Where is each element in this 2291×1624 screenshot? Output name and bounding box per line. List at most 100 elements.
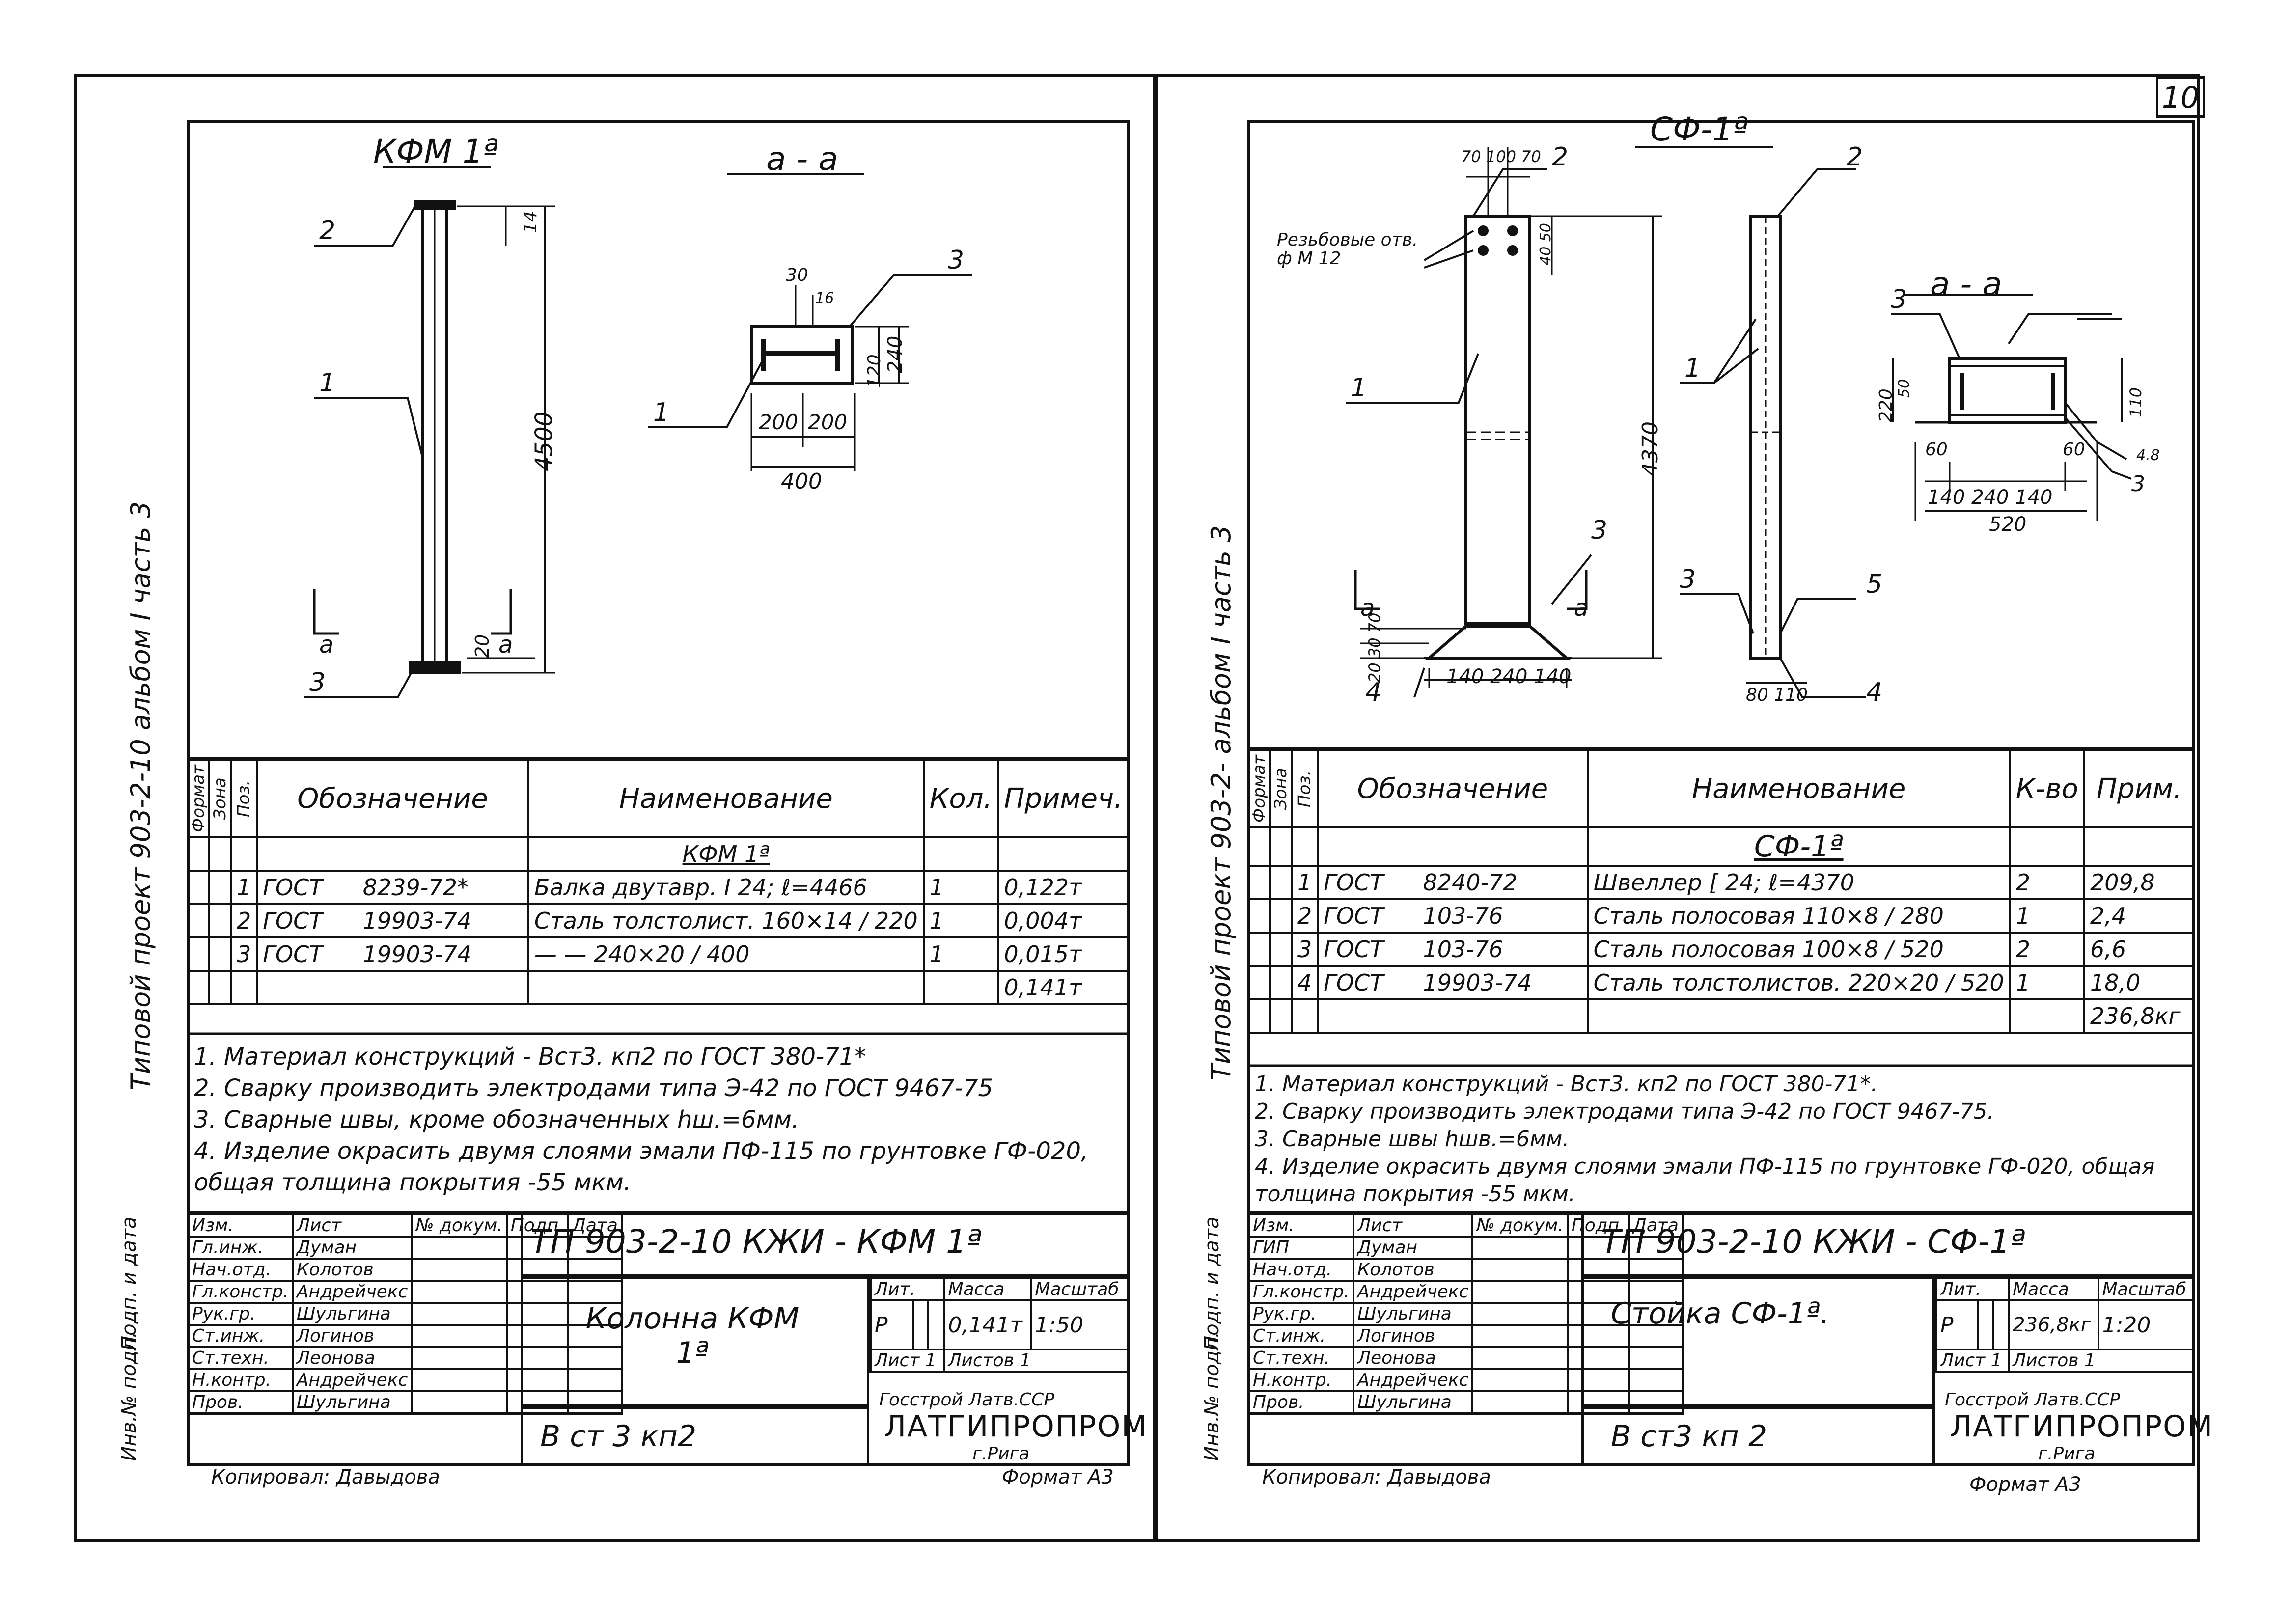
right-bottom-dims: 140 240 140 bbox=[1446, 665, 1572, 688]
left-code-cell bbox=[521, 1213, 1130, 1277]
right-sec-d: 60 bbox=[2063, 440, 2085, 460]
left-sec-d2: 16 bbox=[815, 290, 834, 307]
sf-front-body bbox=[1464, 215, 1531, 625]
table-row: 1 ГОСТ 8239-72* Балка двутавр. I 24; ℓ=4… bbox=[187, 870, 1130, 905]
left-callout-3: 3 bbox=[309, 668, 326, 697]
right-side-callout-4: 4 bbox=[1866, 678, 1883, 707]
left-org: Госстрой Латв.ССР bbox=[879, 1390, 1055, 1410]
left-sec-callout-3: 3 bbox=[948, 246, 965, 275]
left-material-cell bbox=[521, 1407, 869, 1466]
left-section-title: а - а bbox=[766, 140, 838, 178]
left-sec-w1: 200 bbox=[759, 410, 799, 434]
right-vert-dims: 40 50 bbox=[1537, 223, 1554, 265]
right-callout-3: 3 bbox=[1591, 516, 1608, 545]
right-city: г.Рига bbox=[2038, 1444, 2096, 1464]
left-spec-group: КФМ 1ª bbox=[527, 836, 925, 872]
right-section-title: а - а bbox=[1930, 265, 2002, 303]
right-top-dims: 70 100 70 bbox=[1461, 147, 1541, 166]
page-number: 10 bbox=[2156, 76, 2205, 118]
left-org2: ЛАТГИПРОПРОМ bbox=[884, 1409, 1148, 1444]
table-row: 3 ГОСТ 19903-74 — — 240×20 / 400 1 0,015… bbox=[187, 936, 1130, 972]
left-spec-h-note: Примеч. bbox=[997, 759, 1130, 838]
right-holes-note: Резьбовые отв. ф М 12 bbox=[1277, 230, 1418, 269]
left-spec-h-format: Формат bbox=[188, 760, 209, 837]
right-org2: ЛАТГИПРОПРОМ bbox=[1950, 1409, 2214, 1444]
right-side-callout-5: 5 bbox=[1866, 570, 1883, 599]
table-row: 3 ГОСТ 103-76 Сталь полосовая 100×8 / 52… bbox=[1247, 932, 2195, 967]
right-callout-2: 2 bbox=[1552, 142, 1569, 172]
right-section-mark-b: а bbox=[1574, 594, 1589, 622]
right-org: Госстрой Латв.ССР bbox=[1945, 1390, 2121, 1410]
right-callout-1: 1 bbox=[1351, 373, 1367, 403]
left-drawing-title: КФМ 1ª bbox=[373, 133, 498, 170]
left-top-dim: 14 bbox=[521, 211, 541, 233]
right-notes: 1. Материал конструкций - Вст3. кп2 по Г… bbox=[1255, 1072, 2155, 1207]
right-weld: 4.8 bbox=[2136, 447, 2160, 464]
table-row: 1 ГОСТ 8240-72 Швеллер [ 24; ℓ=4370 2 20… bbox=[1247, 865, 2195, 900]
left-section-mark-a: а bbox=[319, 631, 334, 659]
right-sec-width: 520 bbox=[1989, 513, 2027, 536]
right-sec-a: 50 bbox=[1896, 379, 1913, 398]
right-code-cell bbox=[1581, 1213, 2195, 1277]
right-spec-h-note: Прим. bbox=[2083, 749, 2195, 828]
right-side-callout-3: 3 bbox=[1680, 565, 1696, 594]
right-side-cell-sign: Подп. и дата bbox=[1201, 1216, 1223, 1350]
right-spec-total: 236,8кг bbox=[2083, 998, 2195, 1034]
left-format: Формат А3 bbox=[1002, 1466, 1114, 1488]
left-side-cell-inv: Инв.№ подл. bbox=[118, 1331, 140, 1461]
right-side-callout-2: 2 bbox=[1847, 142, 1863, 172]
left-spec-h-zone: Зона bbox=[209, 760, 231, 837]
table-row: 2 ГОСТ 103-76 Сталь полосовая 110×8 / 28… bbox=[1247, 898, 2195, 934]
right-sec-c: 60 bbox=[1925, 440, 1948, 460]
left-title-material: В ст 3 кп2 bbox=[540, 1419, 697, 1454]
left-name-cell bbox=[521, 1277, 869, 1407]
right-spec-h-zone: Зона bbox=[1270, 750, 1292, 827]
right-spec-h-qty: К-во bbox=[2009, 749, 2086, 828]
left-callout-2: 2 bbox=[319, 216, 336, 246]
left-spec-h-name: Наименование bbox=[527, 759, 925, 838]
right-section-mark-a: а bbox=[1360, 594, 1375, 622]
right-sec-b: 110 bbox=[2126, 387, 2145, 417]
right-spec-h-format: Формат bbox=[1248, 750, 1270, 827]
sf-section bbox=[1948, 357, 2067, 424]
right-sec-callout-3: 3 bbox=[1891, 285, 1907, 314]
right-side-widths: 80 110 bbox=[1746, 685, 1808, 705]
right-spec-h-pos: Поз. bbox=[1292, 750, 1318, 827]
left-copied: Копировал: Давыдова bbox=[211, 1466, 440, 1488]
left-sec-wtotal: 400 bbox=[781, 469, 822, 494]
right-material-cell bbox=[1581, 1407, 1935, 1466]
left-section-mark-b: а bbox=[498, 631, 513, 659]
right-sec-widths: 140 240 140 bbox=[1928, 486, 2053, 509]
left-spec-h-designation: Обозначение bbox=[256, 759, 529, 838]
left-sec-callout-1: 1 bbox=[653, 398, 670, 427]
left-spec-h-qty: Кол. bbox=[922, 759, 999, 838]
right-spec-h-designation: Обозначение bbox=[1317, 749, 1589, 828]
right-spec-group: СФ-1ª bbox=[1586, 826, 2011, 867]
right-height-dim: 4370 bbox=[1638, 421, 1663, 476]
table-row: КФМ 1ª bbox=[187, 836, 1130, 872]
right-sec-callout-3b: 3 bbox=[2131, 471, 2145, 496]
left-side-cell-sign: Подп. и дата bbox=[118, 1216, 140, 1350]
table-row: 2 ГОСТ 19903-74 Сталь толстолист. 160×14… bbox=[187, 903, 1130, 938]
left-spec-total: 0,141т bbox=[997, 970, 1130, 1005]
left-sec-htotal: 240 bbox=[884, 335, 907, 373]
left-bottom-dim: 20 bbox=[471, 634, 493, 658]
right-title-material: В ст3 кп 2 bbox=[1611, 1419, 1767, 1454]
right-copied: Копировал: Давыдова bbox=[1262, 1466, 1491, 1488]
left-title-name: Колонна КФМ 1ª bbox=[585, 1301, 800, 1370]
right-sec-height: 220 bbox=[1876, 388, 1896, 422]
left-title-code: ТП 903-2-10 КЖИ - КФМ 1ª bbox=[530, 1223, 982, 1261]
table-row: 236,8кг bbox=[1247, 998, 2195, 1034]
right-title-code: ТП 903-2-10 КЖИ - СФ-1ª bbox=[1601, 1223, 2026, 1261]
table-row: 0,141т bbox=[187, 970, 1130, 1005]
right-base-dims: 20 30 70 bbox=[1365, 612, 1384, 683]
sf-base-plate bbox=[1425, 625, 1571, 660]
left-height-dim: 4500 bbox=[530, 411, 558, 471]
table-row: 4 ГОСТ 19903-74 Сталь толстолистов. 220×… bbox=[1247, 965, 2195, 1000]
left-sec-d1: 30 bbox=[786, 265, 808, 285]
left-callout-1: 1 bbox=[319, 368, 336, 398]
right-side-callout-1: 1 bbox=[1684, 354, 1701, 383]
